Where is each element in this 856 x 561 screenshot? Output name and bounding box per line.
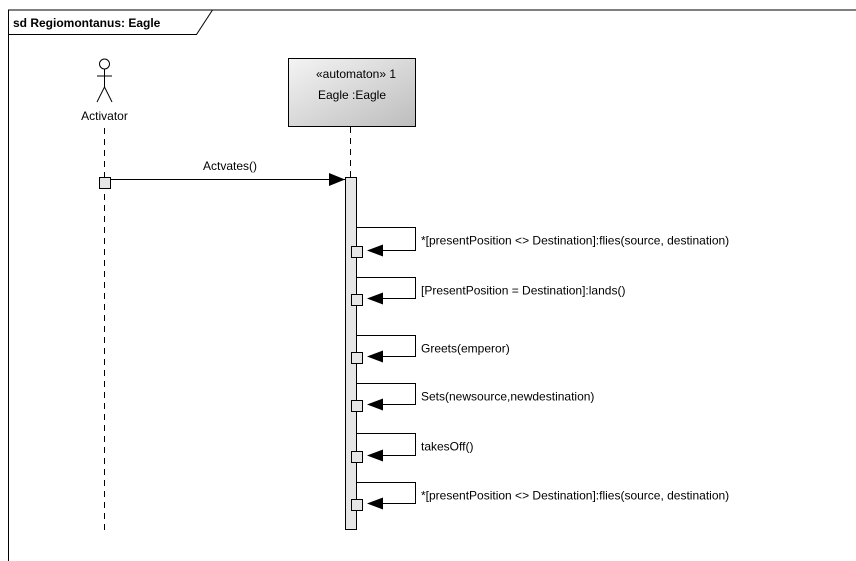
actor-activator: Activator	[81, 58, 128, 530]
self-message[interactable]: Greets(emperor)	[351, 335, 510, 364]
self-message-label: Greets(emperor)	[421, 342, 510, 356]
self-message-port	[351, 499, 363, 511]
arrowhead-icon	[367, 398, 383, 411]
self-message-line	[357, 277, 416, 299]
self-message-line	[357, 335, 416, 357]
self-message-port	[351, 352, 363, 364]
self-message[interactable]: takesOff()	[351, 433, 474, 463]
arrowhead-icon	[367, 292, 383, 305]
self-message-line	[357, 227, 416, 251]
arrowhead-icon	[367, 449, 383, 462]
self-messages: *[presentPosition <> Destination]:flies(…	[351, 227, 730, 511]
stick-figure-icon	[96, 58, 113, 103]
self-message-label: takesOff()	[421, 440, 473, 454]
self-message-label: Sets(newsource,newdestination)	[421, 390, 594, 404]
message-activates[interactable]: Actvates()	[110, 159, 345, 186]
arrowhead-icon	[367, 350, 383, 363]
self-message-port	[351, 451, 363, 463]
lifeline-name: Eagle :Eagle	[318, 88, 386, 102]
self-message-port	[351, 246, 363, 258]
self-message[interactable]: Sets(newsource,newdestination)	[351, 383, 595, 412]
self-message-label: [PresentPosition = Destination]:lands()	[421, 284, 625, 298]
self-message-line	[357, 482, 416, 504]
diagram-frame: sd Regiomontanus: Eagle	[8, 9, 856, 561]
arrowhead-icon	[329, 173, 345, 186]
frame-title: sd Regiomontanus: Eagle	[13, 16, 161, 30]
self-message-line	[357, 383, 416, 405]
actor-message-port	[99, 177, 111, 189]
self-message-port	[351, 294, 363, 306]
lifeline-head[interactable]	[288, 58, 416, 127]
self-message-line	[357, 433, 416, 456]
self-message[interactable]: [PresentPosition = Destination]:lands()	[351, 277, 626, 306]
arrowhead-icon	[367, 497, 383, 510]
arrowhead-icon	[367, 244, 383, 257]
message-label: Actvates()	[203, 159, 257, 173]
actor-name: Activator	[81, 109, 128, 123]
self-message[interactable]: *[presentPosition <> Destination]:flies(…	[351, 482, 730, 511]
self-message[interactable]: *[presentPosition <> Destination]:flies(…	[351, 227, 730, 258]
self-message-label: *[presentPosition <> Destination]:flies(…	[421, 234, 729, 248]
frame-title-tab	[8, 9, 213, 35]
self-message-label: *[presentPosition <> Destination]:flies(…	[421, 489, 729, 503]
lifeline-stereotype: «automaton» 1	[316, 67, 396, 81]
self-message-port	[351, 400, 363, 412]
